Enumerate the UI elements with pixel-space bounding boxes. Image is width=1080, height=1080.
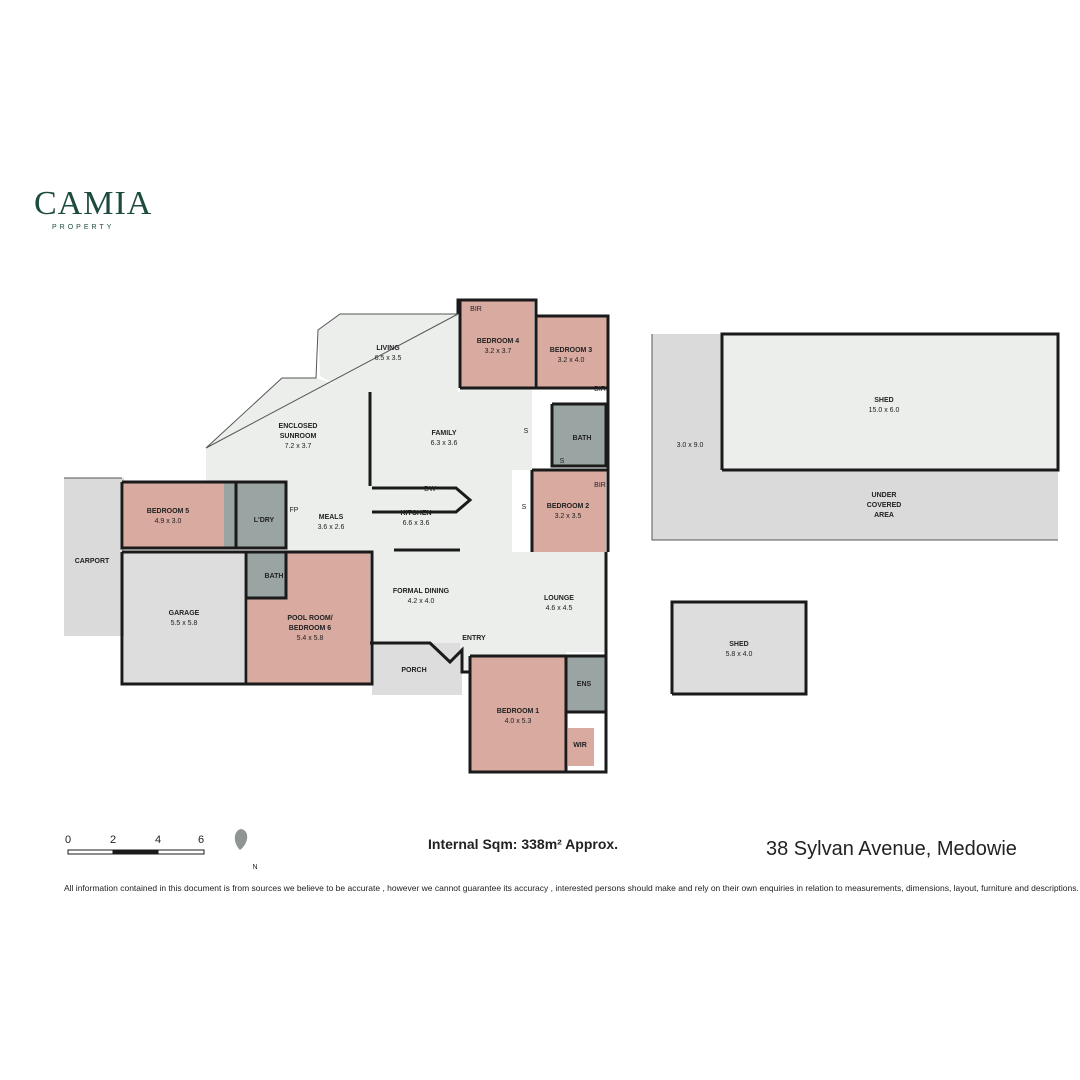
family-room [370,388,532,552]
porch-label: PORCH [401,667,426,674]
bedroom2-room [532,470,606,552]
sunroom-dims: 7.2 x 3.7 [285,443,312,450]
fp-label: FP [290,507,299,514]
garage-label: GARAGE [169,610,200,617]
meals-dims: 3.6 x 2.6 [318,524,345,531]
dw-label: DW [424,486,436,493]
brand-name: CAMIA [34,185,153,222]
entry-label: ENTRY [462,635,486,642]
shed-large-dims: 15.0 x 6.0 [869,407,900,414]
dining-dims: 4.2 x 4.0 [408,598,435,605]
bir-label-bedroom3: BIR [594,386,606,393]
bir-label-bedroom4: BIR [470,306,482,313]
meals-room [286,486,372,552]
bedroom4-room [460,300,534,388]
north-label: N [252,864,257,871]
scale-label-6: 6 [198,834,205,846]
north-arrow-icon: N [234,829,258,871]
bedroom5-label: BEDROOM 5 [147,508,190,515]
garage-dims: 5.5 x 5.8 [171,620,198,627]
garage-room [124,552,244,684]
bedroom1-dims: 4.0 x 5.3 [505,718,532,725]
poolroom-label-2: BEDROOM 6 [289,625,332,632]
carport-area [64,478,124,636]
laundry-room [224,482,286,548]
bedroom5-room [124,482,236,548]
shed-small-label: SHED [729,641,748,648]
bath-lower-label: BATH [265,573,284,580]
family-dims: 6.3 x 3.6 [431,440,458,447]
sunroom-label-2: SUNROOM [280,433,317,440]
bedroom5-dims: 4.9 x 3.0 [155,518,182,525]
internal-area: Internal Sqm: 338m² Approx. [428,836,619,852]
ensuite-label: ENS [577,681,592,688]
living-dims: 6.5 x 3.5 [375,355,402,362]
scale-bar [67,849,205,855]
bedroom3-label: BEDROOM 3 [550,347,593,354]
under-cover-label-3: AREA [874,512,894,519]
disclaimer-text: All information contained in this docume… [64,883,1079,893]
shed-large-label: SHED [874,397,893,404]
kitchen-dims: 6.6 x 3.6 [403,520,430,527]
meals-label: MEALS [319,514,344,521]
sunroom-label: ENCLOSED [279,423,318,430]
family-label: FAMILY [431,430,456,437]
scale-label-4: 4 [155,834,162,846]
dining-label: FORMAL DINING [393,588,450,595]
scale-label-2: 2 [110,834,117,846]
storage-label-2: S [560,458,565,465]
property-address: 38 Sylvan Avenue, Medowie [766,838,1017,860]
lounge-dims: 4.6 x 4.5 [546,605,573,612]
poolroom-dims: 5.4 x 5.8 [297,635,324,642]
wir-room [568,728,594,766]
living-room [318,314,458,398]
carport-label: CARPORT [75,558,110,565]
porch-area [372,643,462,695]
bedroom4-dims: 3.2 x 3.7 [485,348,512,355]
bedroom1-label: BEDROOM 1 [497,708,540,715]
living-label: LIVING [376,345,400,352]
shed-large-room [722,334,1058,470]
bath-upper-label: BATH [573,435,592,442]
storage-label-1: S [524,428,529,435]
outline-walls [64,313,1058,541]
room-labels: LIVING 6.5 x 3.5 BEDROOM 4 3.2 x 3.7 BED… [75,306,902,749]
lounge-label: LOUNGE [544,595,574,602]
bedroom2-dims: 3.2 x 3.5 [555,513,582,520]
laundry-label: L'DRY [254,517,275,524]
shed-small-dims: 5.8 x 4.0 [726,651,753,658]
ensuite-room [566,656,606,712]
storage-label-3: S [522,504,527,511]
brand-subtitle: PROPERTY [52,224,115,231]
walls [120,298,1060,774]
scale-label-0: 0 [65,834,72,846]
shed-side-dims: 3.0 x 9.0 [677,442,704,449]
kitchen-label: KITCHEN [400,510,431,517]
bedroom2-label: BEDROOM 2 [547,503,590,510]
bedroom1-room [470,656,566,772]
bedroom3-room [536,316,608,388]
sunroom-room [206,378,370,486]
bedroom4-label: BEDROOM 4 [477,338,520,345]
shed-small-room [672,602,806,694]
bath-upper-room [552,404,606,466]
poolroom-label: POOL ROOM/ [287,615,332,622]
wir-label: WIR [573,742,587,749]
bir-label-bedroom2: BIR [594,482,606,489]
under-cover-label-1: UNDER [872,492,897,499]
under-cover-label-2: COVERED [867,502,902,509]
bath-lower-room [246,552,286,598]
bedroom3-dims: 3.2 x 4.0 [558,357,585,364]
brand-logo: CAMIA PROPERTY [34,185,153,232]
